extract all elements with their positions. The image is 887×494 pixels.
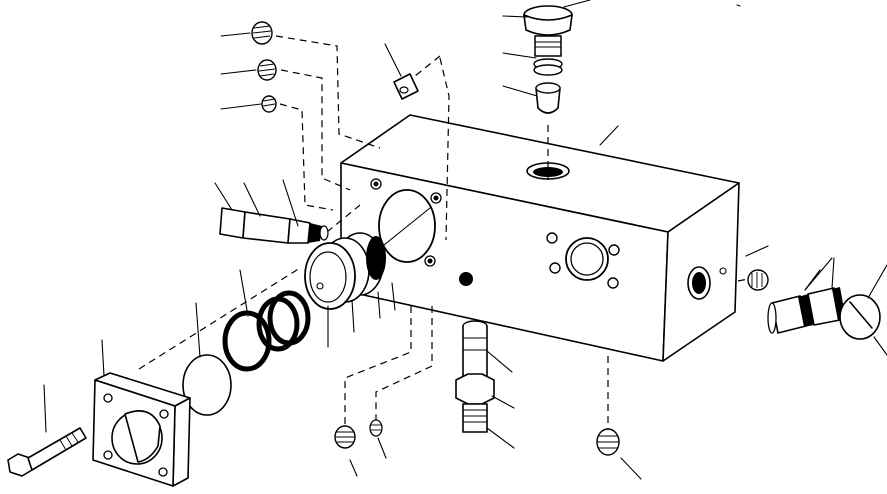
top-plug-assembly <box>523 5 573 114</box>
set-screw-3 <box>261 95 277 113</box>
set-screw-bottom-2 <box>369 419 383 437</box>
piston-assembly <box>304 232 386 310</box>
flange-cover <box>92 372 191 487</box>
bottom-check-valve <box>455 320 495 433</box>
o-rings <box>182 290 311 416</box>
valve-block <box>340 114 740 362</box>
set-screw-1 <box>251 21 273 45</box>
hex-bolt <box>7 427 87 477</box>
set-screw-bottom-1 <box>334 425 356 449</box>
right-set-screw <box>747 269 769 291</box>
callout-lines <box>43 0 887 480</box>
set-screw-2 <box>257 59 277 81</box>
left-cartridge-valve <box>219 207 329 244</box>
set-screw-bottom-3 <box>596 428 620 456</box>
set-screw-top-center <box>393 73 419 100</box>
right-cartridge-valve <box>767 287 881 340</box>
